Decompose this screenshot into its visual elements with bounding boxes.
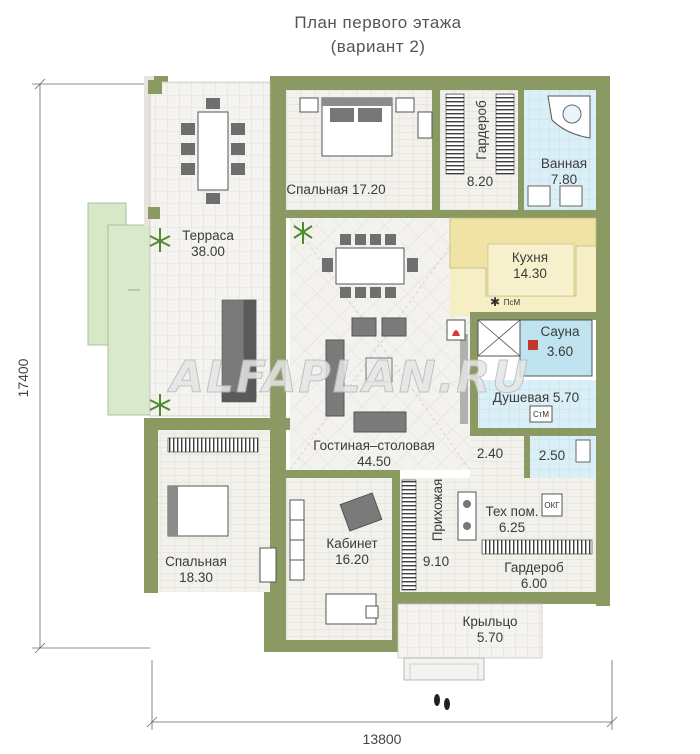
- tech-name: Тех пом.: [485, 504, 538, 519]
- study-area: 16.20: [335, 552, 369, 567]
- sauna-shower: СтМ Сауна 3.60 Душевая 5.70: [470, 312, 596, 432]
- dimension-vertical: [32, 78, 150, 654]
- terrace-area: 38.00: [191, 244, 225, 259]
- okg-label: ОКГ: [544, 501, 560, 510]
- living-area: 44.50: [357, 454, 391, 469]
- bedroom-left-area: 18.30: [179, 570, 213, 585]
- bathroom-name: Ванная: [541, 156, 587, 171]
- plant-icon: [149, 228, 171, 416]
- interior-wall: [286, 210, 596, 218]
- kitchen-name: Кухня: [512, 250, 548, 265]
- entry-footprints-icon: [434, 694, 450, 710]
- tech-room: ОКГ Тех пом. 6.25: [478, 478, 596, 535]
- side-lawn: [87, 202, 151, 416]
- porch: Крыльцо 5.70: [397, 603, 543, 681]
- asterisk-icon: ✱: [490, 295, 500, 309]
- study-name: Кабинет: [326, 536, 377, 551]
- wardrobe-top-name: Гардероб: [474, 100, 489, 160]
- sauna-name: Сауна: [541, 324, 580, 339]
- dimension-width-label: 13800: [363, 731, 402, 747]
- bedroom-top-name: Спальная 17.20: [286, 182, 385, 197]
- terrace-sofa: [221, 299, 257, 403]
- bedroom-left-name: Спальная: [165, 554, 227, 569]
- plan-title: План первого этажа: [294, 13, 461, 32]
- kitchen-area: 14.30: [513, 266, 547, 281]
- bedroom-left: Спальная 18.30: [158, 430, 286, 592]
- study: Кабинет 16.20: [286, 470, 396, 640]
- plan-subtitle: (вариант 2): [331, 37, 426, 56]
- bathroom: Ванная 7.80: [524, 90, 596, 212]
- porch-area: 5.70: [477, 630, 503, 645]
- bedroom-top: Спальная 17.20: [286, 90, 440, 212]
- dimension-horizontal: [146, 660, 618, 730]
- wardrobe-bottom: Гардероб 6.00: [478, 534, 596, 592]
- kitchen: ПсМ ✱ Кухня 14.30: [449, 217, 597, 316]
- living-dining: Гостиная–столовая 44.50: [289, 217, 471, 471]
- wc-area: 2.50: [539, 448, 565, 463]
- terrace: Терраса 38.00: [148, 80, 271, 417]
- porch-name: Крыльцо: [462, 614, 517, 629]
- pm-label: ПсМ: [504, 298, 521, 307]
- wardrobe-bottom-name: Гардероб: [504, 560, 564, 575]
- plant-icon: [293, 222, 313, 244]
- wardrobe-top: Гардероб 8.20: [440, 90, 524, 212]
- dimension-height-label: 17400: [15, 358, 31, 397]
- hallway-name: Прихожая: [430, 479, 445, 542]
- wardrobe-top-area: 8.20: [467, 174, 493, 189]
- hallway: Прихожая 9.10: [392, 470, 478, 592]
- living-name: Гостиная–столовая: [313, 438, 435, 453]
- sauna-area: 3.60: [547, 344, 573, 359]
- terrace-name: Терраса: [182, 228, 234, 243]
- shower-name: Душевая 5.70: [493, 390, 579, 405]
- wardrobe-bottom-area: 6.00: [521, 576, 547, 591]
- bathroom-area: 7.80: [551, 172, 577, 187]
- hall-small-area: 2.40: [477, 446, 503, 461]
- hall-wc: 2.40 2.50: [470, 428, 596, 478]
- watermark: ALFAPLAN.RU: [167, 352, 530, 403]
- sm-label: СтМ: [533, 410, 549, 419]
- hallway-area: 9.10: [423, 554, 449, 569]
- tech-area: 6.25: [499, 520, 525, 535]
